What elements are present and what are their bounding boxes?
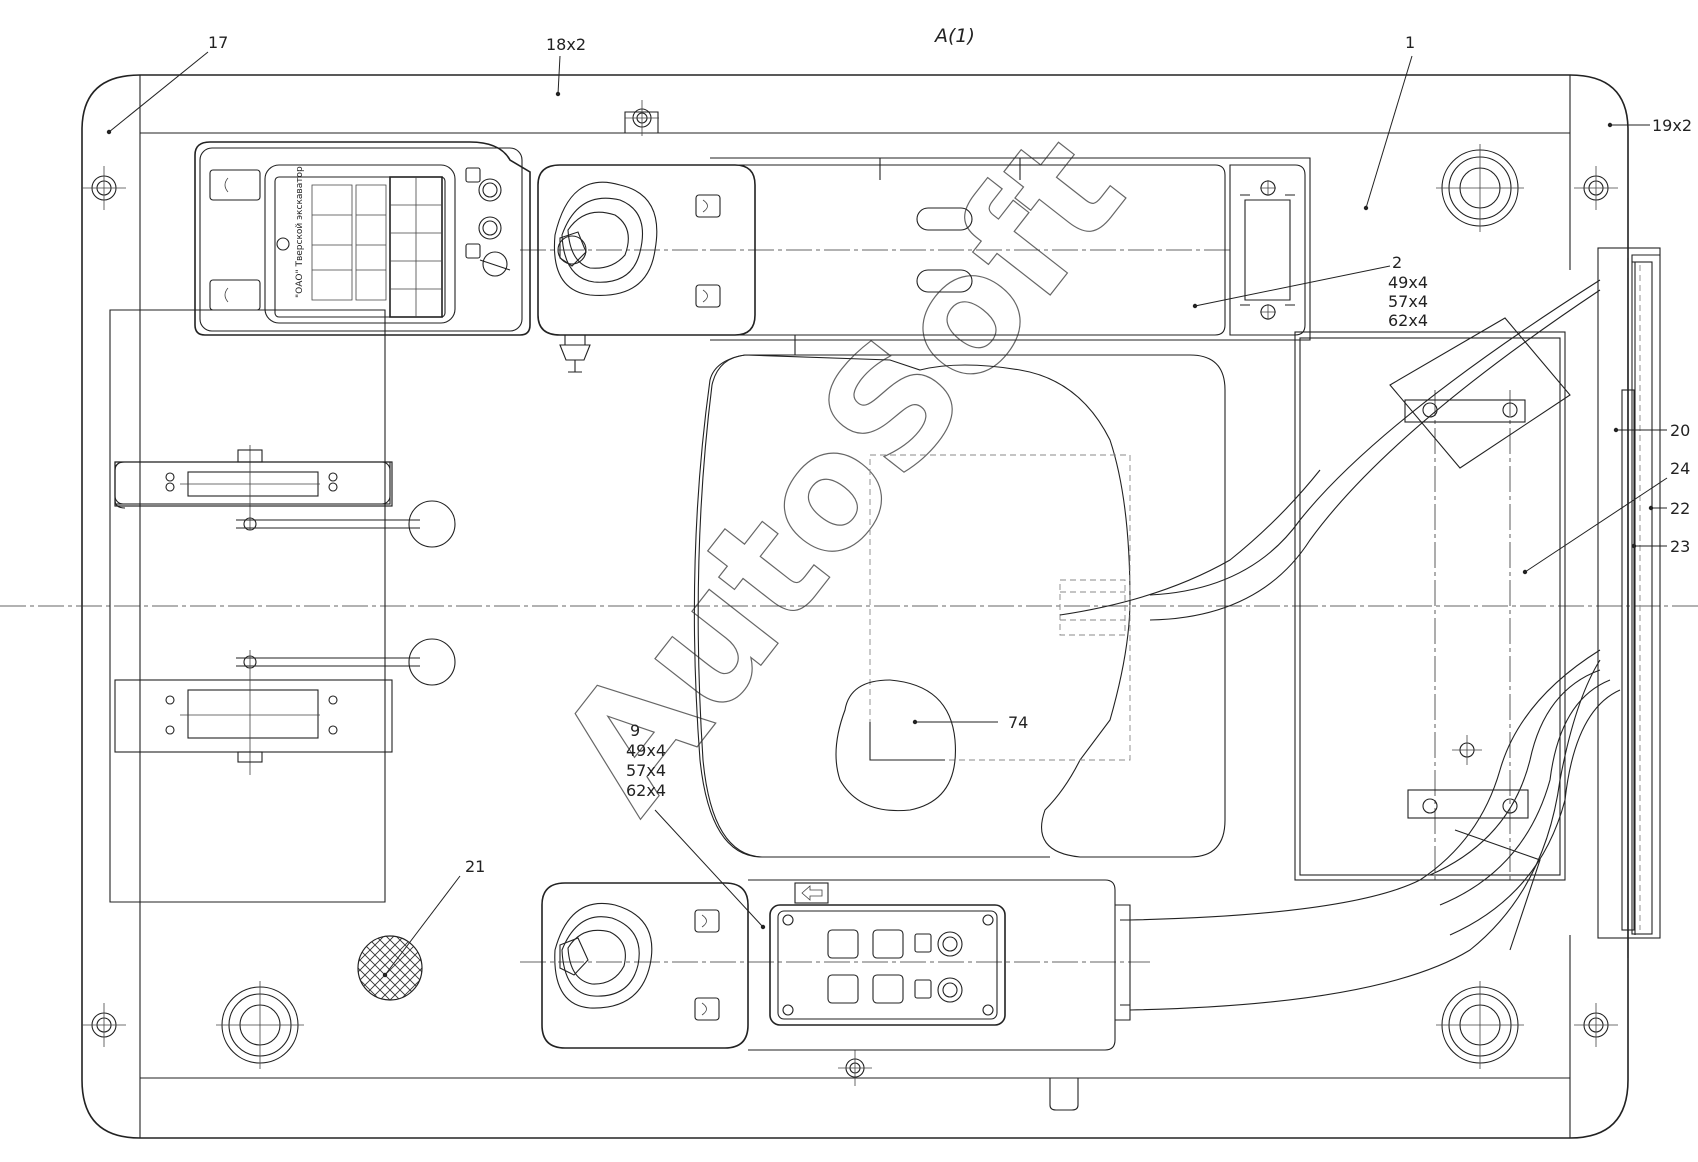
switch-panel bbox=[748, 879, 1131, 1051]
seat bbox=[693, 335, 1226, 858]
callout-1: 1 bbox=[1405, 33, 1415, 52]
callout-2-sub-2: 57x4 bbox=[1388, 292, 1428, 311]
left-side-plate bbox=[109, 309, 456, 903]
pedal-upper-body bbox=[114, 461, 393, 507]
mounting-bosses bbox=[216, 144, 1524, 1069]
bolt-top-right bbox=[1574, 166, 1618, 210]
callout-2-sub-3: 62x4 bbox=[1388, 311, 1428, 330]
callout-2-sub-1: 49x4 bbox=[1388, 273, 1428, 292]
control-box-top: "ОАО" Тверской экскаватор bbox=[194, 141, 531, 336]
armrest-top bbox=[710, 157, 1311, 341]
centre-lines bbox=[0, 249, 1698, 963]
leader-lines bbox=[106, 51, 1668, 978]
callout-22: 22 bbox=[1670, 499, 1690, 518]
bolt-bottom-right bbox=[1574, 1003, 1618, 1047]
callout-18: 18x2 bbox=[546, 35, 586, 54]
callout-9: 9 bbox=[630, 721, 640, 740]
bolt-bottom-center bbox=[838, 1050, 872, 1086]
callout-17: 17 bbox=[208, 33, 228, 52]
corner-bolts bbox=[82, 100, 1618, 1086]
callout-19: 19x2 bbox=[1652, 116, 1692, 135]
callout-labels: A(1) 17 18x2 1 19x2 2 49x4 57x4 62x4 20 … bbox=[208, 25, 1692, 876]
bolt-bottom-left bbox=[82, 1003, 126, 1047]
joystick-top bbox=[537, 164, 756, 373]
callout-9-sub-3: 62x4 bbox=[626, 781, 666, 800]
callout-20: 20 bbox=[1670, 421, 1690, 440]
pedal-lower bbox=[114, 638, 456, 775]
bolt-top-left bbox=[82, 166, 126, 210]
callout-2: 2 bbox=[1392, 253, 1402, 272]
callout-24: 24 bbox=[1670, 459, 1690, 478]
pedal-upper bbox=[114, 445, 456, 548]
panel-label: "ОАО" Тверской экскаватор bbox=[295, 166, 305, 298]
bolt-top-center bbox=[625, 100, 659, 136]
callout-9-sub-1: 49x4 bbox=[626, 741, 666, 760]
right-rail bbox=[1597, 247, 1661, 958]
watermark: AutoSoft bbox=[523, 101, 1160, 843]
callout-74: 74 bbox=[1008, 713, 1028, 732]
callout-23: 23 bbox=[1670, 537, 1690, 556]
joystick-bottom bbox=[541, 882, 749, 1049]
boss-bottom-left bbox=[216, 981, 304, 1069]
boss-top-right bbox=[1436, 144, 1524, 232]
callout-9-sub-2: 57x4 bbox=[626, 761, 666, 780]
right-box bbox=[1294, 317, 1571, 881]
boss-bottom-right bbox=[1436, 981, 1524, 1069]
cables bbox=[1059, 279, 1621, 1011]
callout-21: 21 bbox=[465, 857, 485, 876]
view-title: A(1) bbox=[933, 25, 975, 47]
